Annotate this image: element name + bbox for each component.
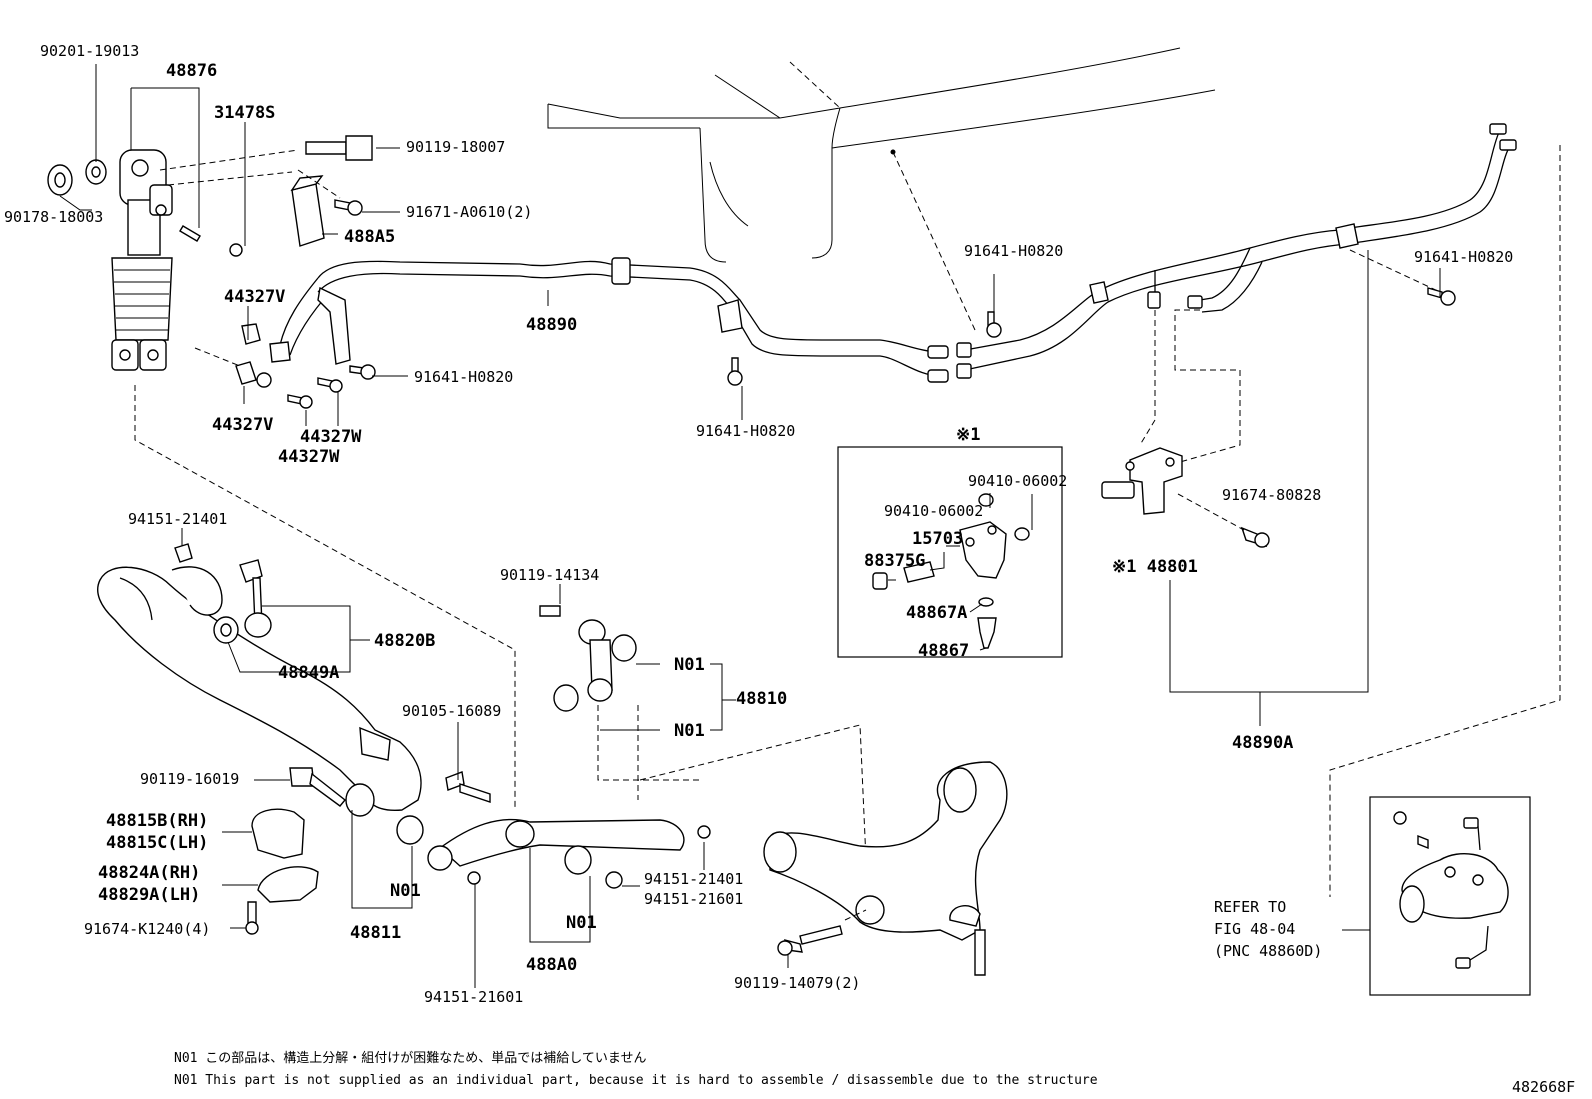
label-90119-14134: 90119-14134 <box>500 566 599 584</box>
label-88375g: 88375G <box>864 551 925 571</box>
bushing-48849a <box>213 616 239 644</box>
bolt-48876 <box>179 225 201 242</box>
arm-48811-488a0 <box>289 767 711 889</box>
tee-fitting-48801 <box>1101 447 1270 548</box>
label-refer-fig: FIG 48-04 <box>1214 920 1295 938</box>
clip-31478s <box>229 243 243 257</box>
bolt-91641-h0820-center <box>727 357 743 386</box>
label-94151-21601-bottom: 94151-21601 <box>424 988 523 1006</box>
bracket-48815 <box>251 808 305 859</box>
label-48876: 48876 <box>166 61 217 81</box>
label-91674-k1240: 91674-K1240(4) <box>84 920 210 938</box>
label-488a0: 488A0 <box>526 955 577 975</box>
label-90119-14079: 90119-14079(2) <box>734 974 860 992</box>
pipe-48890a <box>956 123 1517 379</box>
clip-44327v-lower <box>235 361 257 385</box>
label-n01-b: N01 <box>674 721 705 741</box>
label-15703: 15703 <box>912 529 963 549</box>
part-labels: 90201-19013 48876 31478S 90119-18007 916… <box>4 42 1513 1006</box>
bolt-91641-h0820-right <box>1427 287 1456 306</box>
label-48867: 48867 <box>918 641 969 661</box>
nut-94151-21401-left <box>174 543 193 563</box>
label-48890: 48890 <box>526 315 577 335</box>
label-94151-21401-right: 94151-21401 <box>644 870 743 888</box>
label-91674-80828: 91674-80828 <box>1222 486 1321 504</box>
footnote-en: N01 This part is not supplied as an indi… <box>174 1073 1098 1088</box>
leader-lines <box>59 64 1441 988</box>
clip-44327w-a <box>256 341 291 388</box>
label-n01-c: N01 <box>390 881 421 901</box>
label-n01-d: N01 <box>566 913 597 933</box>
label-91641-h0820-mid: 91641-H0820 <box>964 242 1063 260</box>
bolt-91671-a0610 <box>334 199 363 216</box>
lower-control-arm <box>763 761 1008 976</box>
bracket-48824 <box>257 866 319 903</box>
label-48890a: 48890A <box>1232 733 1293 753</box>
nut-90178-18003 <box>47 164 73 196</box>
label-n01-a: N01 <box>674 655 705 675</box>
bolt-91641-h0820-left <box>349 364 376 380</box>
label-488a5: 488A5 <box>344 227 395 247</box>
label-90119-18007: 90119-18007 <box>406 138 505 156</box>
label-90410-06002-a: 90410-06002 <box>968 472 1067 490</box>
bolt-90119-18007 <box>305 135 373 161</box>
label-refer-to: REFER TO <box>1214 898 1286 916</box>
footnote-jp: N01 この部品は、構造上分解・組付けが困難なため、単品では補給していません <box>174 1050 647 1066</box>
label-48824a: 48824A(RH) <box>98 863 200 883</box>
bolt-44327w <box>287 377 343 409</box>
label-94151-21401-left: 94151-21401 <box>128 510 227 528</box>
clip-44327v-upper <box>241 323 261 345</box>
inset-48801-detail <box>837 446 1063 658</box>
label-90201-19013: 90201-19013 <box>40 42 139 60</box>
link-48810 <box>539 605 700 800</box>
bolt-91641-h0820-mid <box>986 311 1002 338</box>
label-44327w-b: 44327W <box>278 447 340 467</box>
label-90119-16019: 90119-16019 <box>140 770 239 788</box>
label-90410-06002-b: 90410-06002 <box>884 502 983 520</box>
pipe-48890 <box>279 257 949 383</box>
stabilizer-bar <box>97 566 422 817</box>
bracket-488a5 <box>290 175 325 247</box>
label-44327w-a: 44327W <box>300 427 362 447</box>
label-90178-18003: 90178-18003 <box>4 208 103 226</box>
label-94151-21601-right: 94151-21601 <box>644 890 743 908</box>
bolt-91674-k1240 <box>245 901 259 935</box>
link-48820b <box>239 559 272 638</box>
label-48815c: 48815C(LH) <box>106 833 208 853</box>
washer-90201-19013 <box>85 159 107 185</box>
label-91671-a0610: 91671-A0610(2) <box>406 203 532 221</box>
label-90105-16089: 90105-16089 <box>402 702 501 720</box>
footnotes: N01 この部品は、構造上分解・組付けが困難なため、単品では補給していません N… <box>174 1050 1575 1096</box>
label-91641-h0820-right: 91641-H0820 <box>1414 248 1513 266</box>
label-48829a: 48829A(LH) <box>98 885 200 905</box>
label-44327v-top: 44327V <box>224 287 285 307</box>
label-91641-h0820-center: 91641-H0820 <box>696 422 795 440</box>
label-48810: 48810 <box>736 689 787 709</box>
figure-id: 482668F <box>1512 1078 1575 1096</box>
label-48815b: 48815B(RH) <box>106 811 208 831</box>
label-48801: ※1 48801 <box>1112 557 1198 577</box>
label-44327v-bottom: 44327V <box>212 415 273 435</box>
vehicle-body-outline <box>547 47 1216 331</box>
actuator-refer-box <box>1369 796 1531 996</box>
label-91641-h0820-left: 91641-H0820 <box>414 368 513 386</box>
label-refer-pnc: (PNC 48860D) <box>1214 942 1322 960</box>
label-48811: 48811 <box>350 923 401 943</box>
label-48849a: 48849A <box>278 663 339 683</box>
label-48820b: 48820B <box>374 631 435 651</box>
shock-cylinder-assembly <box>111 149 173 371</box>
label-31478s: 31478S <box>214 103 275 123</box>
label-48867a: 48867A <box>906 603 967 623</box>
label-ref1: ※1 <box>956 425 980 445</box>
